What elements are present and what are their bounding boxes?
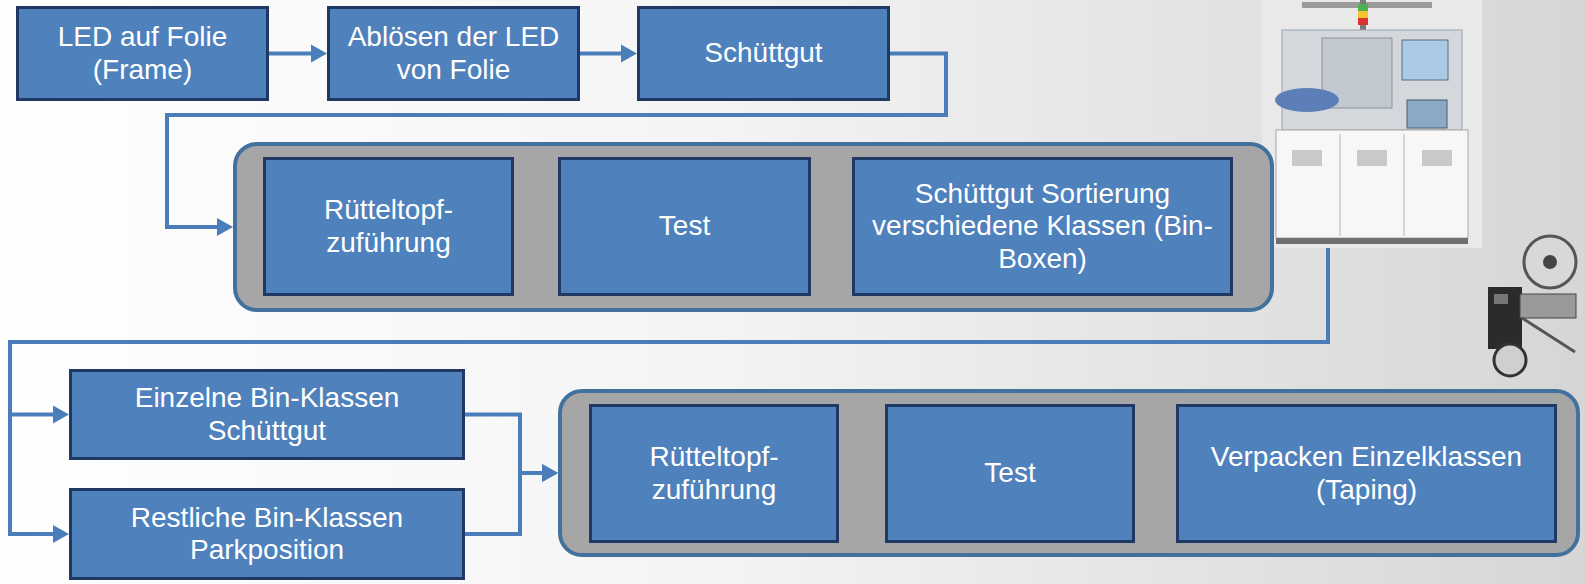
connector-line: [465, 473, 544, 534]
box-label: Test: [984, 457, 1035, 489]
flow-arrow: [465, 464, 558, 534]
connector-line: [580, 52, 623, 56]
arrow-head: [621, 45, 637, 63]
box-label: Rütteltopf- zuführung: [602, 441, 826, 505]
connector-line: [269, 52, 313, 56]
connector-line: [465, 415, 544, 474]
process-box: Rütteltopf- zuführung: [589, 404, 839, 543]
process-box: Test: [885, 404, 1135, 543]
process-box: Ablösen der LED von Folie: [327, 6, 580, 101]
process-box: Verpacken Einzelklassen (Taping): [1176, 404, 1557, 543]
process-box: Schüttgut Sortierung verschiedene Klasse…: [852, 157, 1233, 296]
box-label: Einzelne Bin-Klassen Schüttgut: [82, 382, 452, 446]
flow-arrow: [580, 45, 637, 63]
process-box: Restliche Bin-Klassen Parkposition: [69, 488, 465, 580]
flow-arrow: [269, 45, 327, 63]
process-group: Rütteltopf- zuführung Test Schüttgut Sorti…: [233, 142, 1274, 312]
arrow-head: [53, 406, 69, 424]
arrow-head: [311, 45, 327, 63]
box-label: Test: [659, 210, 710, 242]
arrow-head: [542, 464, 558, 482]
process-box: Schüttgut: [637, 6, 890, 101]
box-label: Ablösen der LED von Folie: [340, 21, 567, 85]
arrow-head: [53, 525, 69, 543]
process-box: Einzelne Bin-Klassen Schüttgut: [69, 369, 465, 460]
box-label: Restliche Bin-Klassen Parkposition: [82, 502, 452, 566]
box-label: Schüttgut: [704, 37, 822, 69]
process-box: Rütteltopf- zuführung: [263, 157, 514, 296]
box-label: Rütteltopf- zuführung: [276, 194, 501, 258]
box-label: Schüttgut Sortierung verschiedene Klasse…: [865, 178, 1220, 275]
process-group: Rütteltopf- zuführung Test Verpacken Einze…: [558, 389, 1580, 557]
box-label: Verpacken Einzelklassen (Taping): [1189, 441, 1544, 505]
arrow-head: [542, 464, 558, 482]
box-label: LED auf Folie (Frame): [29, 21, 256, 85]
arrow-head: [217, 218, 233, 236]
process-box: LED auf Folie (Frame): [16, 6, 269, 101]
sorting-machine-photo: [1262, 0, 1482, 248]
taping-machine-photo: [1480, 232, 1582, 384]
flow-arrow: [465, 415, 558, 483]
process-box: Test: [558, 157, 811, 296]
